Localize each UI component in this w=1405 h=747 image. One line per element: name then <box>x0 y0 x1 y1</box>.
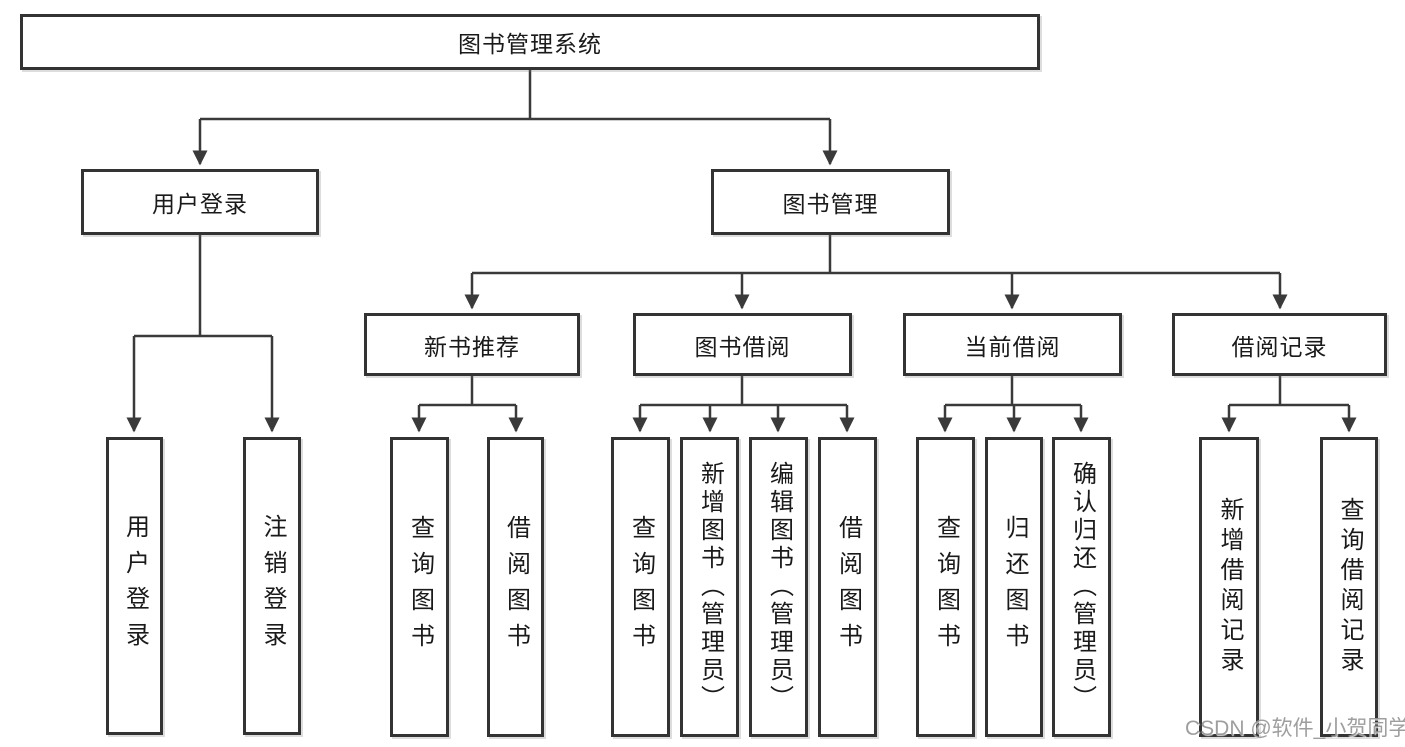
leaf-current-query-book: 查询图书 <box>916 437 975 737</box>
csdn-watermark: CSDN @软件_小贺同学 <box>1185 717 1405 740</box>
leaf-logout-label: 注销登录 <box>259 514 286 658</box>
leaf-current-confirm-return-label: 确认归还（管理员） <box>1068 461 1096 713</box>
leaf-record-query-label: 查询借阅记录 <box>1336 497 1363 677</box>
node-book-borrow-label: 图书借阅 <box>694 333 791 360</box>
node-book-management-label: 图书管理 <box>782 191 879 217</box>
leaf-record-add-label: 新增借阅记录 <box>1216 497 1243 677</box>
leaf-record-query: 查询借阅记录 <box>1320 437 1378 737</box>
leaf-record-add: 新增借阅记录 <box>1199 437 1259 737</box>
node-book-management: 图书管理 <box>711 169 950 235</box>
node-library-system: 图书管理系统 <box>20 14 1040 70</box>
node-current-borrow: 当前借阅 <box>903 313 1122 376</box>
leaf-borrow-edit-book: 编辑图书（管理员） <box>749 437 808 737</box>
leaf-logout: 注销登录 <box>243 437 301 735</box>
node-library-system-label: 图书管理系统 <box>458 31 602 57</box>
leaf-user-login: 用户登录 <box>106 437 163 735</box>
leaf-borrow-borrow-book: 借阅图书 <box>818 437 877 737</box>
leaf-recommend-query-book: 查询图书 <box>390 437 449 737</box>
node-new-book-recommend: 新书推荐 <box>364 313 580 376</box>
leaf-recommend-borrow-book-label: 借阅图书 <box>502 515 530 659</box>
node-borrow-record: 借阅记录 <box>1172 313 1387 376</box>
node-book-borrow: 图书借阅 <box>633 313 852 376</box>
leaf-current-return-book-label: 归还图书 <box>1001 515 1028 659</box>
node-current-borrow-label: 当前借阅 <box>964 333 1061 360</box>
leaf-borrow-add-book: 新增图书（管理员） <box>680 437 739 737</box>
leaf-borrow-query-book-label: 查询图书 <box>627 515 655 659</box>
node-user-login: 用户登录 <box>81 169 319 235</box>
leaf-current-confirm-return: 确认归还（管理员） <box>1052 437 1111 737</box>
node-borrow-record-label: 借阅记录 <box>1231 333 1328 360</box>
node-user-login-label: 用户登录 <box>152 191 248 217</box>
leaf-borrow-add-book-label: 新增图书（管理员） <box>696 461 724 713</box>
leaf-borrow-edit-book-label: 编辑图书（管理员） <box>765 461 793 713</box>
leaf-recommend-query-book-label: 查询图书 <box>406 515 434 659</box>
leaf-recommend-borrow-book: 借阅图书 <box>487 437 544 737</box>
leaf-current-return-book: 归还图书 <box>985 437 1043 737</box>
leaf-current-query-book-label: 查询图书 <box>932 515 960 659</box>
leaf-user-login-label: 用户登录 <box>121 514 149 658</box>
node-new-book-recommend-label: 新书推荐 <box>424 333 520 360</box>
leaf-borrow-borrow-book-label: 借阅图书 <box>834 515 862 659</box>
leaf-borrow-query-book: 查询图书 <box>611 437 670 737</box>
